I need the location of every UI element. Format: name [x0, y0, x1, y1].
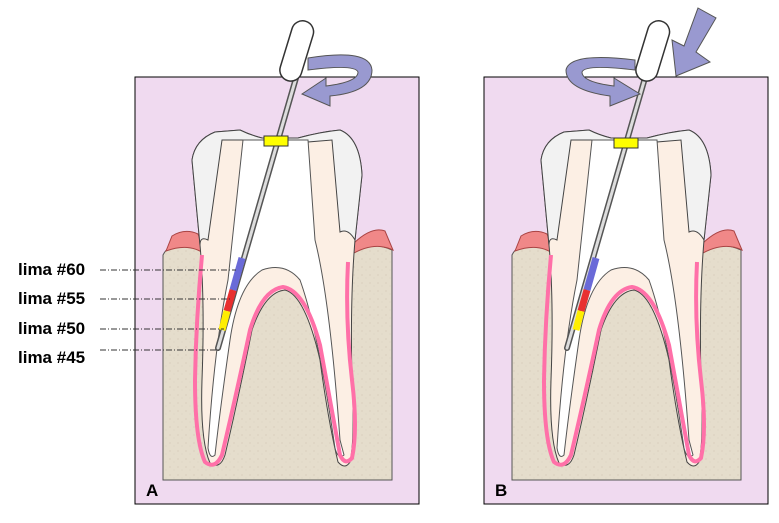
file-label-60: lima #60	[18, 260, 86, 279]
panel-a-letter: A	[146, 481, 159, 500]
panel-a-gum-left	[165, 230, 208, 257]
panel-b-stopper	[613, 137, 639, 149]
panel-b-letter: B	[495, 481, 508, 500]
rotation-arrow-icon	[300, 54, 373, 107]
panel-b-root-outline	[541, 254, 706, 467]
panel-a-leader-lines	[100, 269, 236, 351]
panel-b-pulp	[556, 139, 694, 457]
panel-a	[100, 20, 420, 505]
panel-b	[483, 7, 769, 505]
panel-b-file	[564, 20, 671, 351]
panel-a-root-outline	[192, 254, 357, 467]
panel-b-handle	[635, 20, 671, 82]
file-label-55: lima #55	[18, 289, 86, 308]
panel-a-pulp	[207, 139, 345, 457]
panel-a-band-55	[223, 289, 237, 312]
file-label-50: lima #50	[18, 319, 86, 338]
panel-b-band-55	[577, 289, 591, 312]
file-label-45: lima #45	[18, 348, 86, 367]
panel-b-band-60	[583, 257, 600, 291]
panel-a-band-60	[229, 257, 246, 291]
rotation-arrow-icon	[565, 57, 642, 107]
push-down-arrow-icon	[671, 7, 717, 77]
panel-a-file	[215, 20, 315, 351]
panel-a-handle	[279, 20, 315, 82]
panel-b-gum-right	[694, 229, 743, 259]
panel-a-stopper	[263, 135, 289, 147]
panel-b-gum-left	[514, 230, 557, 257]
panel-a-gum-right	[345, 229, 394, 259]
panel-b-band-50	[572, 310, 585, 331]
panel-a-band-50	[218, 310, 231, 331]
